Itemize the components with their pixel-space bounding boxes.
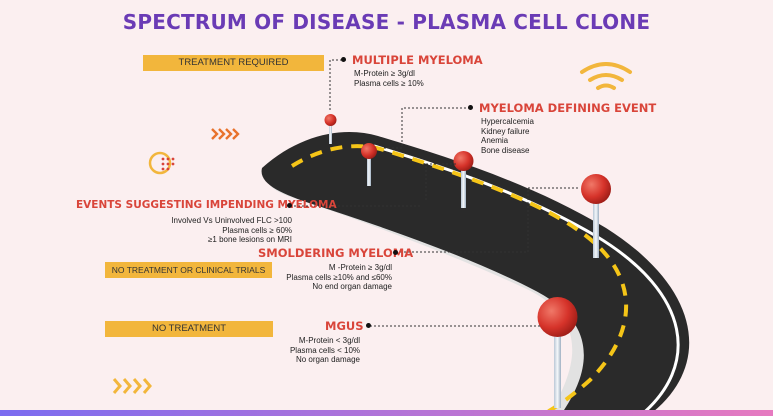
detail-line: No organ damage	[295, 355, 360, 365]
detail-line: ≥1 bone lesions on MRI	[208, 235, 292, 245]
band-treatment-required: TREATMENT REQUIRED	[143, 55, 324, 71]
stage-mgus: MGUS	[325, 319, 364, 333]
detail-line: Plasma cells ≥ 10%	[354, 78, 424, 88]
footer-gradient-bar	[0, 410, 773, 416]
page-title: SPECTRUM OF DISEASE - PLASMA CELL CLONE	[122, 10, 651, 34]
chevron-arrows-icon	[211, 128, 240, 140]
stage-myeloma-defining-event: MYELOMA DEFINING EVENT	[479, 101, 657, 115]
road-center-dash	[290, 144, 629, 416]
detail-line: M -Protein ≥ 3g/dl	[328, 263, 392, 272]
connector-lines	[290, 59, 580, 327]
connector-dot	[468, 105, 473, 110]
detail-line: Kidney failure	[481, 126, 530, 136]
connector-dot	[287, 203, 292, 208]
detail-line: Bone disease	[481, 145, 530, 155]
stage-impending-myeloma: EVENTS SUGGESTING IMPENDING MYELOMA	[76, 199, 337, 211]
detail-line: Involved Vs Uninvolved FLC >100	[171, 216, 292, 225]
connector-dot	[393, 250, 398, 255]
map-pin-icon	[581, 174, 611, 258]
detail-line: Plasma cells ≥ 60%	[222, 225, 292, 235]
map-pin-icon	[361, 143, 377, 186]
detail-line: Anemia	[481, 136, 509, 146]
band-no-treatment: NO TREATMENT	[105, 321, 273, 337]
stage-smoldering-myeloma: SMOLDERING MYELOMA	[258, 246, 414, 260]
detail-line: M-Protein ≥ 3g/dl	[354, 69, 415, 78]
stage-impending-myeloma-details: Involved Vs Uninvolved FLC >100 Plasma c…	[140, 216, 292, 245]
map-pin-icon	[324, 114, 337, 144]
detail-line: Plasma cells < 10%	[289, 345, 360, 355]
stage-multiple-myeloma: MULTIPLE MYELOMA	[352, 53, 483, 67]
connector-dot	[366, 323, 371, 328]
stage-mgus-details: M-Protein < 3g/dl Plasma cells < 10% No …	[260, 336, 360, 365]
stage-multiple-myeloma-details: M-Protein ≥ 3g/dl Plasma cells ≥ 10%	[354, 69, 424, 88]
map-pin-icon	[537, 297, 578, 408]
road	[261, 131, 690, 416]
band-no-treatment-or-trials: NO TREATMENT OR CLINICAL TRIALS	[105, 262, 272, 278]
detail-line: Hypercalcemia	[481, 117, 534, 126]
chevron-arrows-icon	[112, 378, 152, 394]
detail-line: M-Protein < 3g/dl	[298, 336, 360, 345]
target-icon	[148, 151, 175, 175]
stage-smoldering-myeloma-details: M -Protein ≥ 3g/dl Plasma cells ≥10% and…	[262, 263, 392, 292]
detail-line: Plasma cells ≥10% and ≤60%	[286, 272, 392, 282]
detail-line: No end organ damage	[312, 282, 392, 292]
stage-myeloma-defining-event-details: Hypercalcemia Kidney failure Anemia Bone…	[481, 117, 534, 155]
connector-dot	[341, 57, 346, 62]
wifi-icon	[580, 62, 632, 90]
map-pin-icon	[453, 151, 474, 208]
